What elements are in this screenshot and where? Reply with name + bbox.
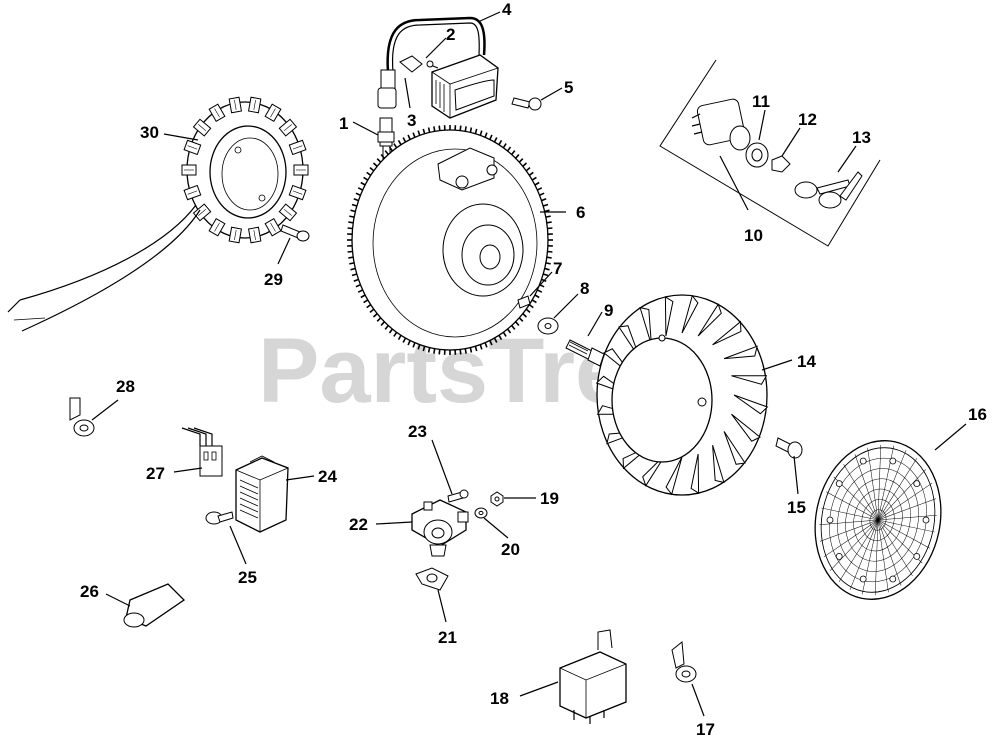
callout-12: 12 <box>798 110 817 129</box>
callout-1: 1 <box>339 114 348 133</box>
part-2-bracket[interactable] <box>399 55 439 73</box>
callout-30: 30 <box>140 123 159 142</box>
part-9-bolt[interactable] <box>565 339 605 367</box>
part-4-ignition-coil[interactable] <box>377 16 499 119</box>
part-29-screw[interactable] <box>280 224 310 242</box>
part-30-stator[interactable] <box>7 96 309 332</box>
part-18-relay[interactable] <box>559 629 627 724</box>
part-19-nut[interactable] <box>490 491 504 507</box>
part-11-nut[interactable] <box>745 142 769 168</box>
callout-14: 14 <box>797 352 816 371</box>
callout-20: 20 <box>501 540 520 559</box>
callout-11: 11 <box>752 92 770 111</box>
part-22-solenoid[interactable] <box>411 499 469 557</box>
part-26-sleeve[interactable] <box>123 583 186 628</box>
callout-19: 19 <box>540 489 559 508</box>
part-6-flywheel[interactable] <box>347 125 553 355</box>
part-16-screen[interactable] <box>801 429 956 611</box>
callout-25: 25 <box>238 568 257 587</box>
callout-5: 5 <box>564 78 573 97</box>
callout-21: 21 <box>438 628 457 647</box>
part-15-screw[interactable] <box>775 437 803 459</box>
callout-17: 17 <box>696 720 715 739</box>
part-24-regulator[interactable] <box>235 455 289 533</box>
part-23-screw[interactable] <box>447 489 469 503</box>
part-17-clip[interactable] <box>671 641 697 683</box>
callout-23: 23 <box>408 422 427 441</box>
callout-26: 26 <box>80 582 99 601</box>
part-21-clamp[interactable] <box>415 567 449 591</box>
callout-8: 8 <box>580 279 589 298</box>
callout-9: 9 <box>604 301 613 320</box>
part-20-washer[interactable] <box>474 507 488 519</box>
callout-2: 2 <box>446 25 455 44</box>
callout-24: 24 <box>318 467 337 486</box>
callout-22: 22 <box>349 515 368 534</box>
callout-18: 18 <box>490 689 509 708</box>
part-8-washer[interactable] <box>537 317 559 335</box>
callout-27: 27 <box>146 464 165 483</box>
callout-6: 6 <box>576 203 585 222</box>
part-25-screw[interactable] <box>205 511 234 525</box>
part-28-clip[interactable] <box>69 397 95 437</box>
part-12-bezel[interactable] <box>771 155 791 173</box>
leader-lines <box>91 11 967 717</box>
callout-29: 29 <box>264 270 283 289</box>
callout-labels: 1 2 3 4 5 6 7 8 9 10 11 12 13 14 15 16 1… <box>80 0 987 739</box>
part-10-ignition-switch-group[interactable] <box>659 59 881 247</box>
callout-4: 4 <box>502 0 512 19</box>
callout-13: 13 <box>852 128 871 147</box>
part-5-screw[interactable] <box>511 97 542 111</box>
part-13-keys[interactable] <box>794 171 863 209</box>
callout-7: 7 <box>553 259 562 278</box>
callout-3: 3 <box>407 111 416 130</box>
part-14-fan[interactable] <box>595 294 769 496</box>
callout-28: 28 <box>116 377 135 396</box>
part-7-key[interactable] <box>517 295 531 309</box>
callout-10: 10 <box>744 226 763 245</box>
callout-15: 15 <box>787 498 806 517</box>
part-27-connector[interactable] <box>181 427 223 477</box>
callout-16: 16 <box>968 405 987 424</box>
